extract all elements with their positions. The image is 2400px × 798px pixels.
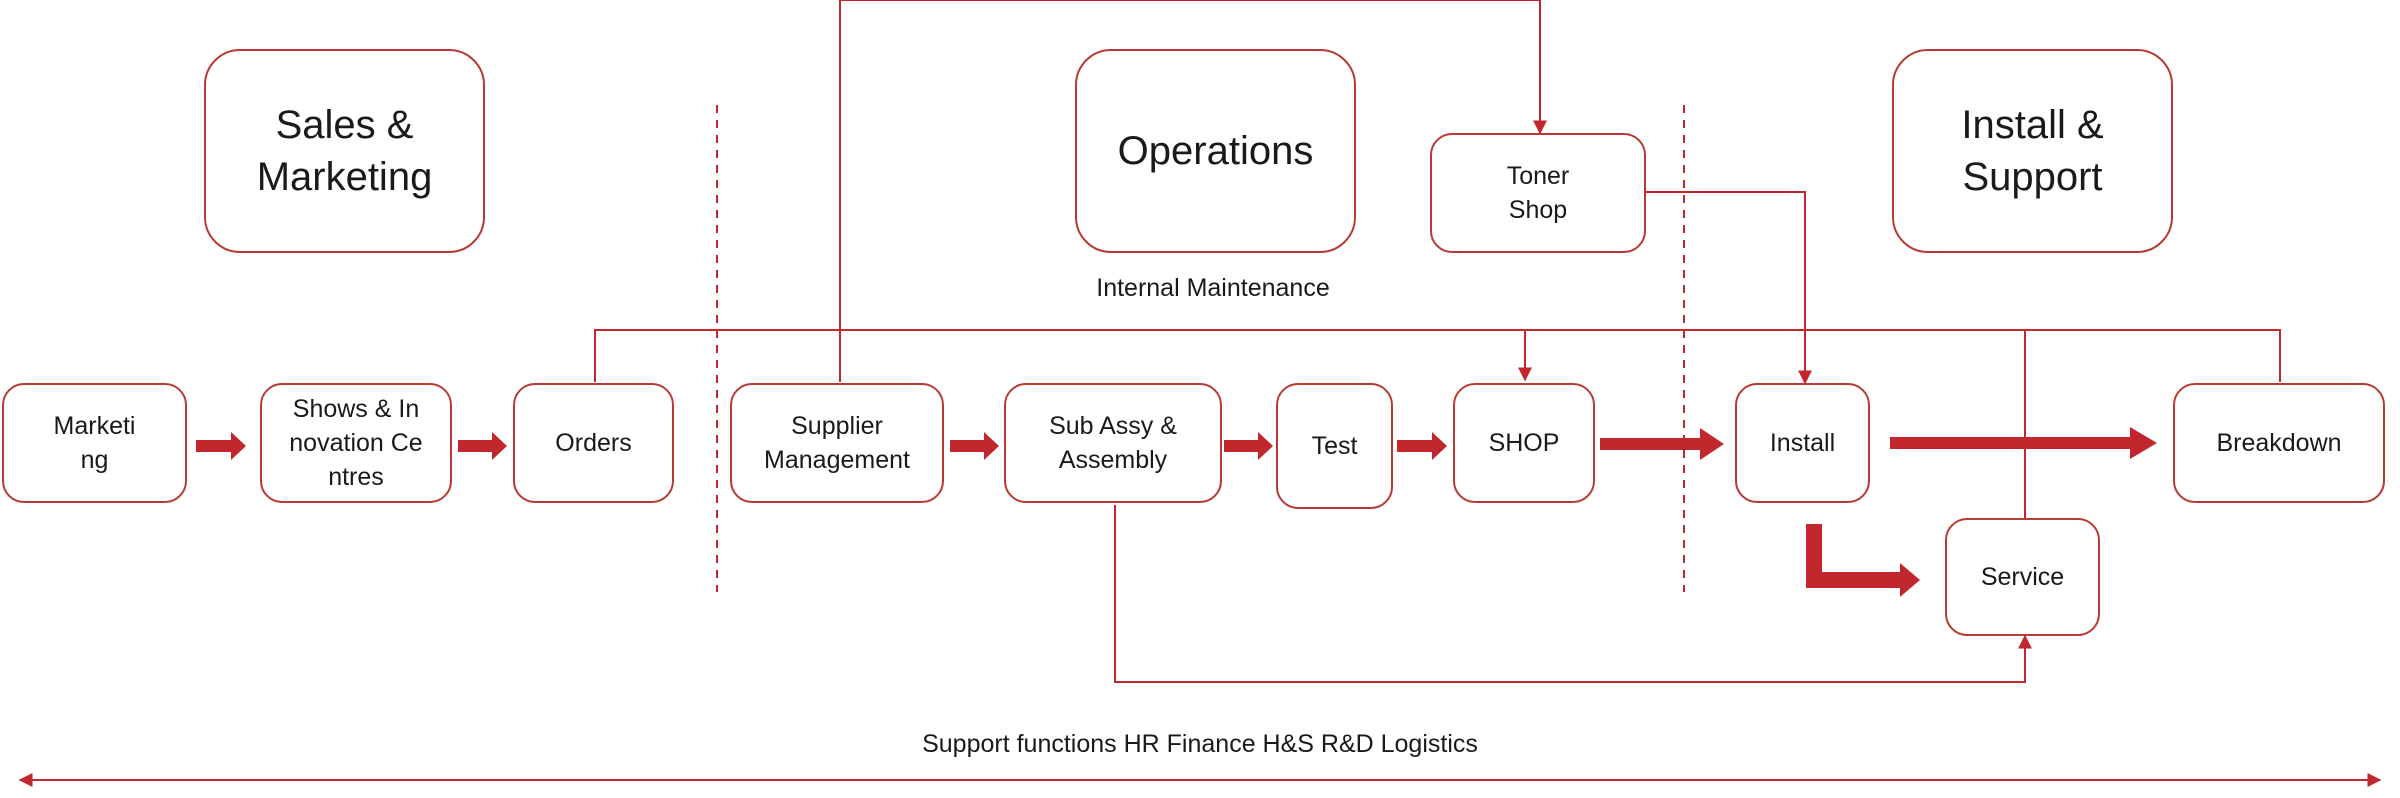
sub-assembly-box: Sub Assy & Assembly — [1004, 383, 1222, 503]
shop-label: SHOP — [1488, 429, 1560, 457]
flow-arrow-4 — [1224, 432, 1273, 460]
supplier-management-label: Supplier Management — [764, 412, 910, 474]
group-install-support-label: Install & Support — [1961, 103, 2104, 199]
orders-to-breakdown-connector — [594, 329, 2281, 382]
test-box: Test — [1276, 383, 1393, 509]
marketing-label: Marketing — [53, 412, 136, 474]
sub-assembly-label: Sub Assy & Assembly — [1049, 412, 1177, 474]
install-to-service-arrow — [1806, 524, 1920, 597]
test-label: Test — [1311, 432, 1358, 460]
group-install-support: Install & Support — [1892, 49, 2173, 253]
flow-arrow-5 — [1397, 432, 1447, 460]
orders-label: Orders — [555, 429, 632, 457]
shows-innovation-label: Shows & Innovation Centres — [289, 395, 423, 491]
shop-box: SHOP — [1453, 383, 1595, 503]
breakdown-label: Breakdown — [2216, 429, 2342, 457]
shows-innovation-box: Shows & Innovation Centres — [260, 383, 452, 503]
toner-to-install-connector — [1646, 191, 1812, 385]
toner-shop-label: Toner Shop — [1506, 162, 1570, 224]
flow-arrow-3 — [950, 432, 999, 460]
group-operations: Operations — [1075, 49, 1356, 253]
service-box: Service — [1945, 518, 2100, 636]
install-label: Install — [1769, 429, 1836, 457]
supplier-management-box: Supplier Management — [730, 383, 944, 503]
assembly-to-service-connector — [1114, 505, 2032, 683]
supplier-to-toner-connector — [839, 0, 1547, 382]
flow-arrow-2 — [458, 432, 507, 460]
group-sales-marketing: Sales & Marketing — [204, 49, 485, 253]
breakdown-box: Breakdown — [2173, 383, 2385, 503]
orders-box: Orders — [513, 383, 674, 503]
install-box: Install — [1735, 383, 1870, 503]
support-functions-label: Support functions HR Finance H&S R&D Log… — [922, 730, 1478, 758]
marketing-box: Marketing — [2, 383, 187, 503]
internal-maintenance-label: Internal Maintenance — [1096, 274, 1330, 302]
group-operations-label: Operations — [1117, 129, 1314, 173]
flow-arrow-7 — [1890, 427, 2157, 459]
group-sales-marketing-label: Sales & Marketing — [256, 103, 433, 199]
service-label: Service — [1980, 563, 2065, 591]
toner-shop-box: Toner Shop — [1430, 133, 1646, 253]
flow-arrow-6 — [1600, 428, 1724, 460]
flow-arrow-1 — [196, 432, 246, 460]
